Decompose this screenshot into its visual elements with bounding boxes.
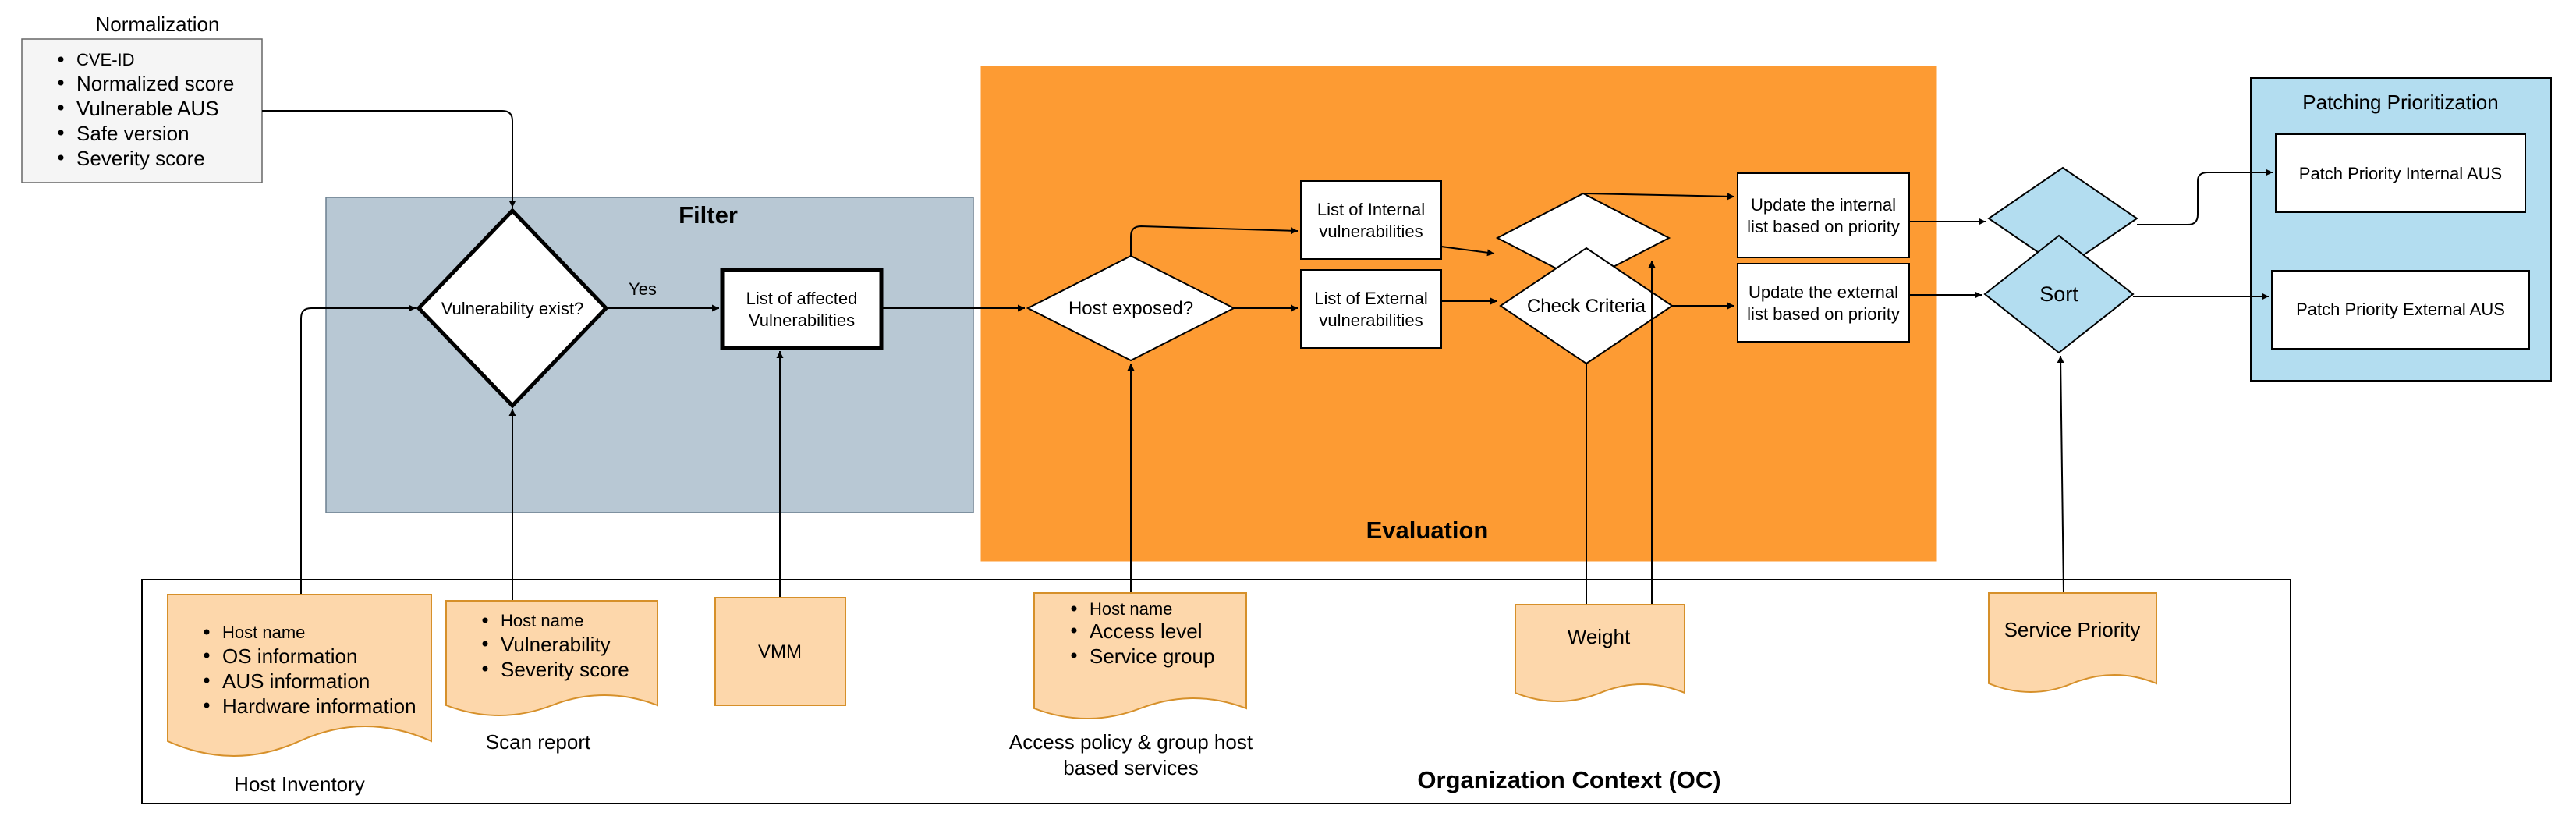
normalization-item-severity-score: Severity score xyxy=(76,147,205,170)
service-priority-document xyxy=(1988,592,2157,693)
scan-report-bullet xyxy=(482,617,488,623)
access-policy-document xyxy=(1033,592,1247,719)
host-inventory-bullet xyxy=(204,677,210,683)
host-inventory-document xyxy=(167,594,432,757)
host-exposed-to-internal-arrow xyxy=(1130,225,1299,256)
sort-to-patch-internal-arrow xyxy=(2137,169,2273,225)
service-priority-label: Service Priority xyxy=(2004,618,2141,641)
vmm-box xyxy=(714,597,846,706)
patch-priority-internal-box xyxy=(2275,133,2526,213)
host-inventory-item-host-name: Host name xyxy=(222,623,305,642)
update-external-line2: list based on priority xyxy=(1747,304,1900,324)
patch-priority-external-label: Patch Priority External AUS xyxy=(2296,300,2505,319)
host-inventory-item-hardware-information: Hardware information xyxy=(222,694,416,718)
scan-report-caption: Scan report xyxy=(486,730,591,754)
filter-title: Filter xyxy=(679,201,738,229)
weight-document xyxy=(1515,604,1685,702)
patch-priority-external-box xyxy=(2271,270,2530,350)
external-vulnerabilities-line2: vulnerabilities xyxy=(1319,311,1423,330)
access-policy-item-access-level: Access level xyxy=(1090,619,1203,643)
check-criteria-label: Check Criteria xyxy=(1527,296,1646,317)
access-policy-item-host-name: Host name xyxy=(1090,599,1172,619)
weight-label: Weight xyxy=(1568,625,1631,648)
host-inventory-caption: Host Inventory xyxy=(234,772,365,796)
service-priority-to-sort-arrow xyxy=(2057,355,2064,594)
normalization-item-vulnerable-aus: Vulnerable AUS xyxy=(76,97,219,120)
scan-report-item-severity-score: Severity score xyxy=(501,658,629,681)
host-inventory-to-decision-arrow xyxy=(300,304,416,595)
evaluation-title: Evaluation xyxy=(1366,516,1489,544)
criteria-to-update-internal-arrow xyxy=(1582,193,1735,201)
patching-title: Patching Prioritization xyxy=(2302,91,2498,114)
external-vulnerabilities-box xyxy=(1300,269,1442,349)
scan-report-document xyxy=(445,600,658,716)
patch-priority-internal-label: Patch Priority Internal AUS xyxy=(2299,164,2502,183)
sort-label: Sort xyxy=(2039,282,2078,306)
access-policy-caption-line1: Access policy & group host xyxy=(1009,730,1253,754)
normalization-bullet xyxy=(58,130,64,136)
access-policy-item-service-group: Service group xyxy=(1090,644,1214,668)
access-policy-caption-line2: based services xyxy=(1063,756,1198,779)
internal-vulnerabilities-line1: List of Internal xyxy=(1317,200,1425,219)
normalization-item-normalized-score: Normalized score xyxy=(76,72,234,95)
normalization-bullet xyxy=(58,56,64,62)
vulnerability-exist-label: Vulnerability exist? xyxy=(441,299,584,318)
update-external-line1: Update the external xyxy=(1749,282,1898,302)
update-internal-line2: list based on priority xyxy=(1747,217,1900,236)
host-inventory-bullet xyxy=(204,629,210,635)
host-exposed-label: Host exposed? xyxy=(1068,298,1193,319)
host-inventory-bullet xyxy=(204,652,210,658)
normalization-item-safe-version: Safe version xyxy=(76,122,190,145)
yes-label: Yes xyxy=(629,279,657,299)
normalization-bullet xyxy=(58,154,64,161)
access-policy-bullet xyxy=(1071,605,1077,612)
normalization-to-decision-arrow xyxy=(262,110,516,208)
normalization-bullet xyxy=(58,80,64,86)
vulnerability-exist-decision xyxy=(416,208,609,409)
internal-to-criteria-arrow xyxy=(1440,246,1495,257)
access-policy-bullet xyxy=(1071,627,1077,634)
scan-report-bullet xyxy=(482,641,488,647)
normalization-title: Normalization xyxy=(96,12,220,36)
filter-region xyxy=(325,197,974,513)
update-internal-line1: Update the internal xyxy=(1751,195,1896,215)
affected-vulnerabilities-line2: Vulnerabilities xyxy=(749,311,855,330)
affected-vulnerabilities-box xyxy=(720,268,884,350)
organization-context-region xyxy=(141,579,2291,804)
host-inventory-item-aus-information: AUS information xyxy=(222,669,370,693)
vmm-label: VMM xyxy=(758,641,802,662)
access-policy-bullet xyxy=(1071,652,1077,658)
scan-report-item-host-name: Host name xyxy=(501,611,583,630)
host-inventory-item-os-information: OS information xyxy=(222,644,357,668)
internal-vulnerabilities-box xyxy=(1300,180,1442,260)
organization-context-title: Organization Context (OC) xyxy=(1417,766,1720,793)
sort-decision xyxy=(1983,234,2135,354)
external-vulnerabilities-line1: List of External xyxy=(1314,289,1428,308)
affected-vulnerabilities-line1: List of affected xyxy=(746,289,858,308)
update-internal-box xyxy=(1737,172,1910,258)
scan-report-item-vulnerability: Vulnerability xyxy=(501,633,611,656)
normalization-bullet xyxy=(58,105,64,111)
host-exposed-decision xyxy=(1026,254,1236,362)
internal-vulnerabilities-line2: vulnerabilities xyxy=(1319,222,1423,241)
host-inventory-bullet xyxy=(204,702,210,708)
scan-report-bullet xyxy=(482,666,488,672)
update-external-box xyxy=(1737,263,1910,343)
normalization-item-cve-id: CVE-ID xyxy=(76,50,135,69)
